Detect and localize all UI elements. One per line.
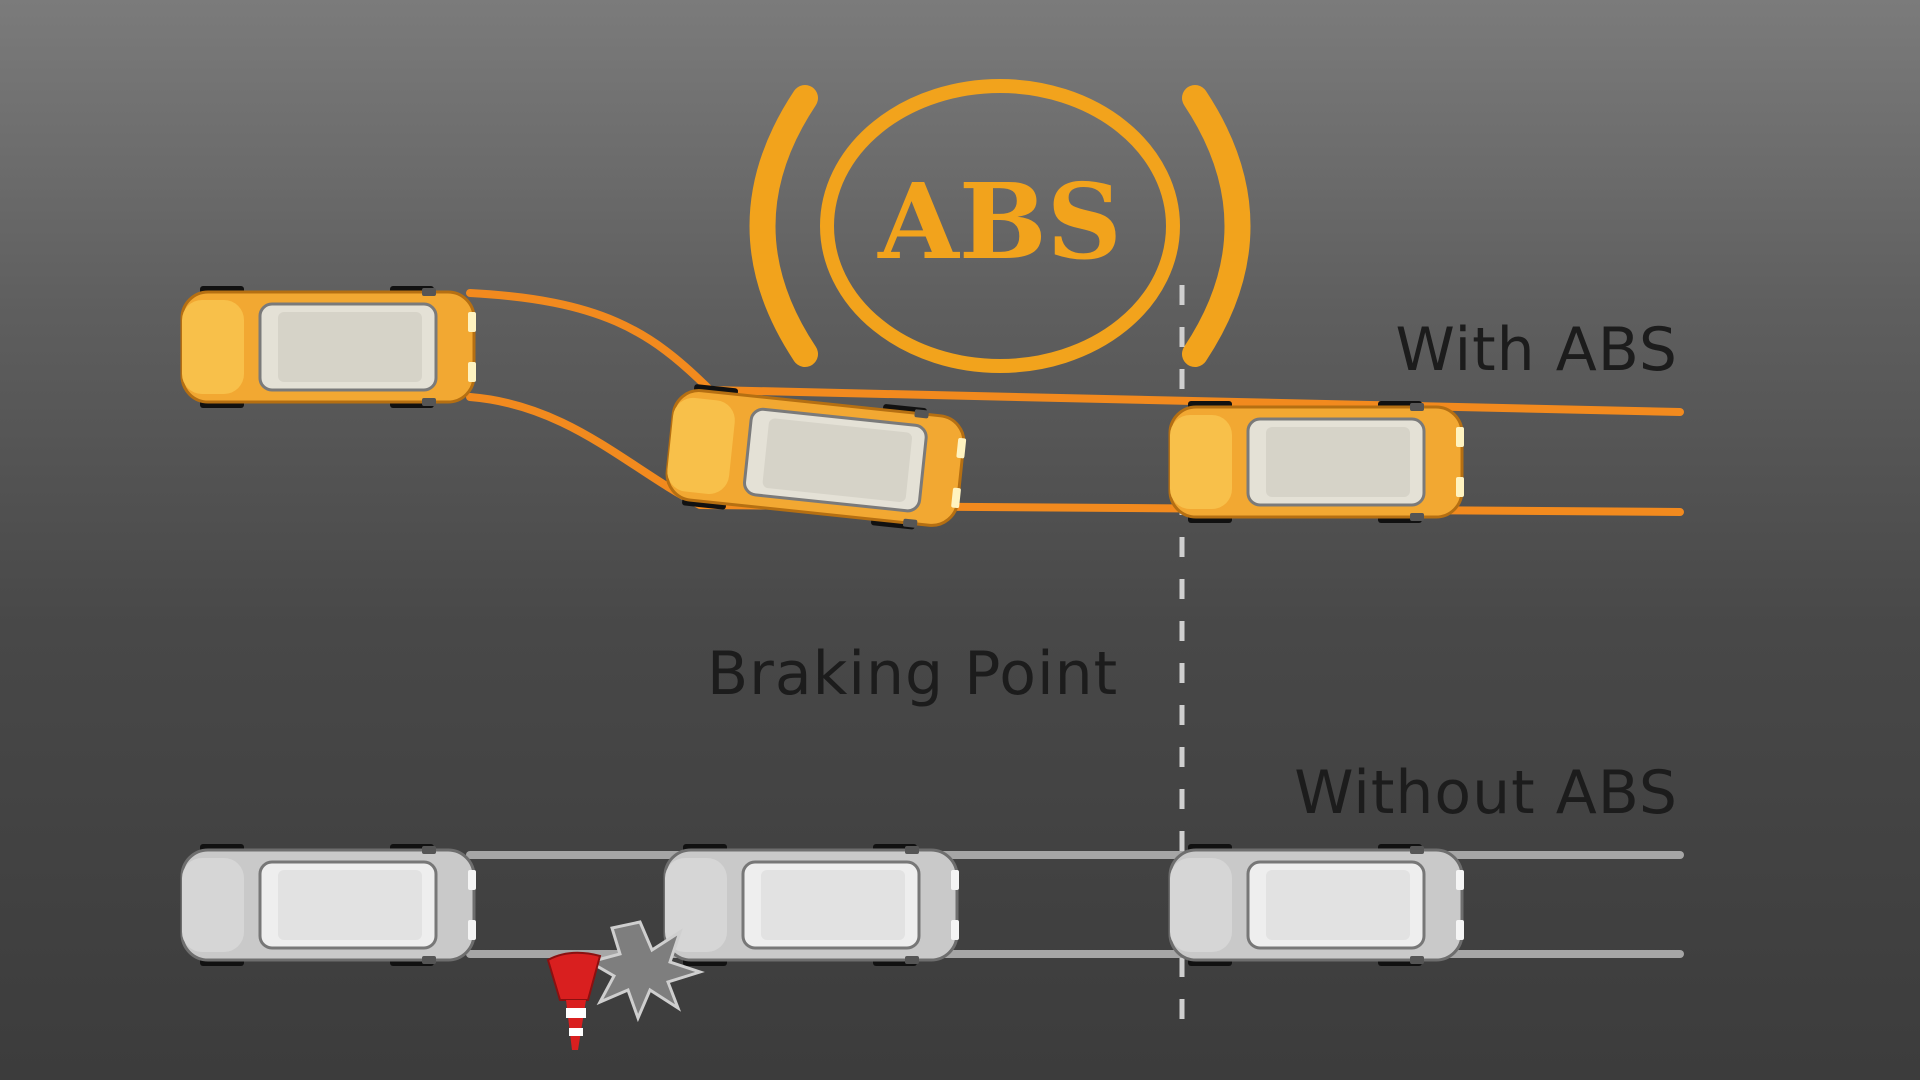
car-without-abs-collision	[663, 842, 961, 968]
traffic-cone-icon	[546, 951, 602, 1050]
braking-point-label: Braking Point	[707, 639, 1119, 709]
car-without-abs-start	[180, 842, 478, 968]
without-abs-track	[466, 851, 1684, 958]
without-abs-label: Without ABS	[1294, 758, 1678, 828]
car-with-abs-evading	[662, 380, 971, 536]
car-with-abs-start	[180, 284, 478, 410]
car-without-abs-stopped	[1168, 842, 1466, 968]
with-abs-label: With ABS	[1395, 315, 1678, 385]
collision-burst-icon	[586, 920, 705, 1023]
abs-warning-icon: ABS	[749, 79, 1251, 373]
car-with-abs-stopped	[1168, 399, 1466, 525]
abs-symbol-text: ABS	[877, 160, 1122, 283]
